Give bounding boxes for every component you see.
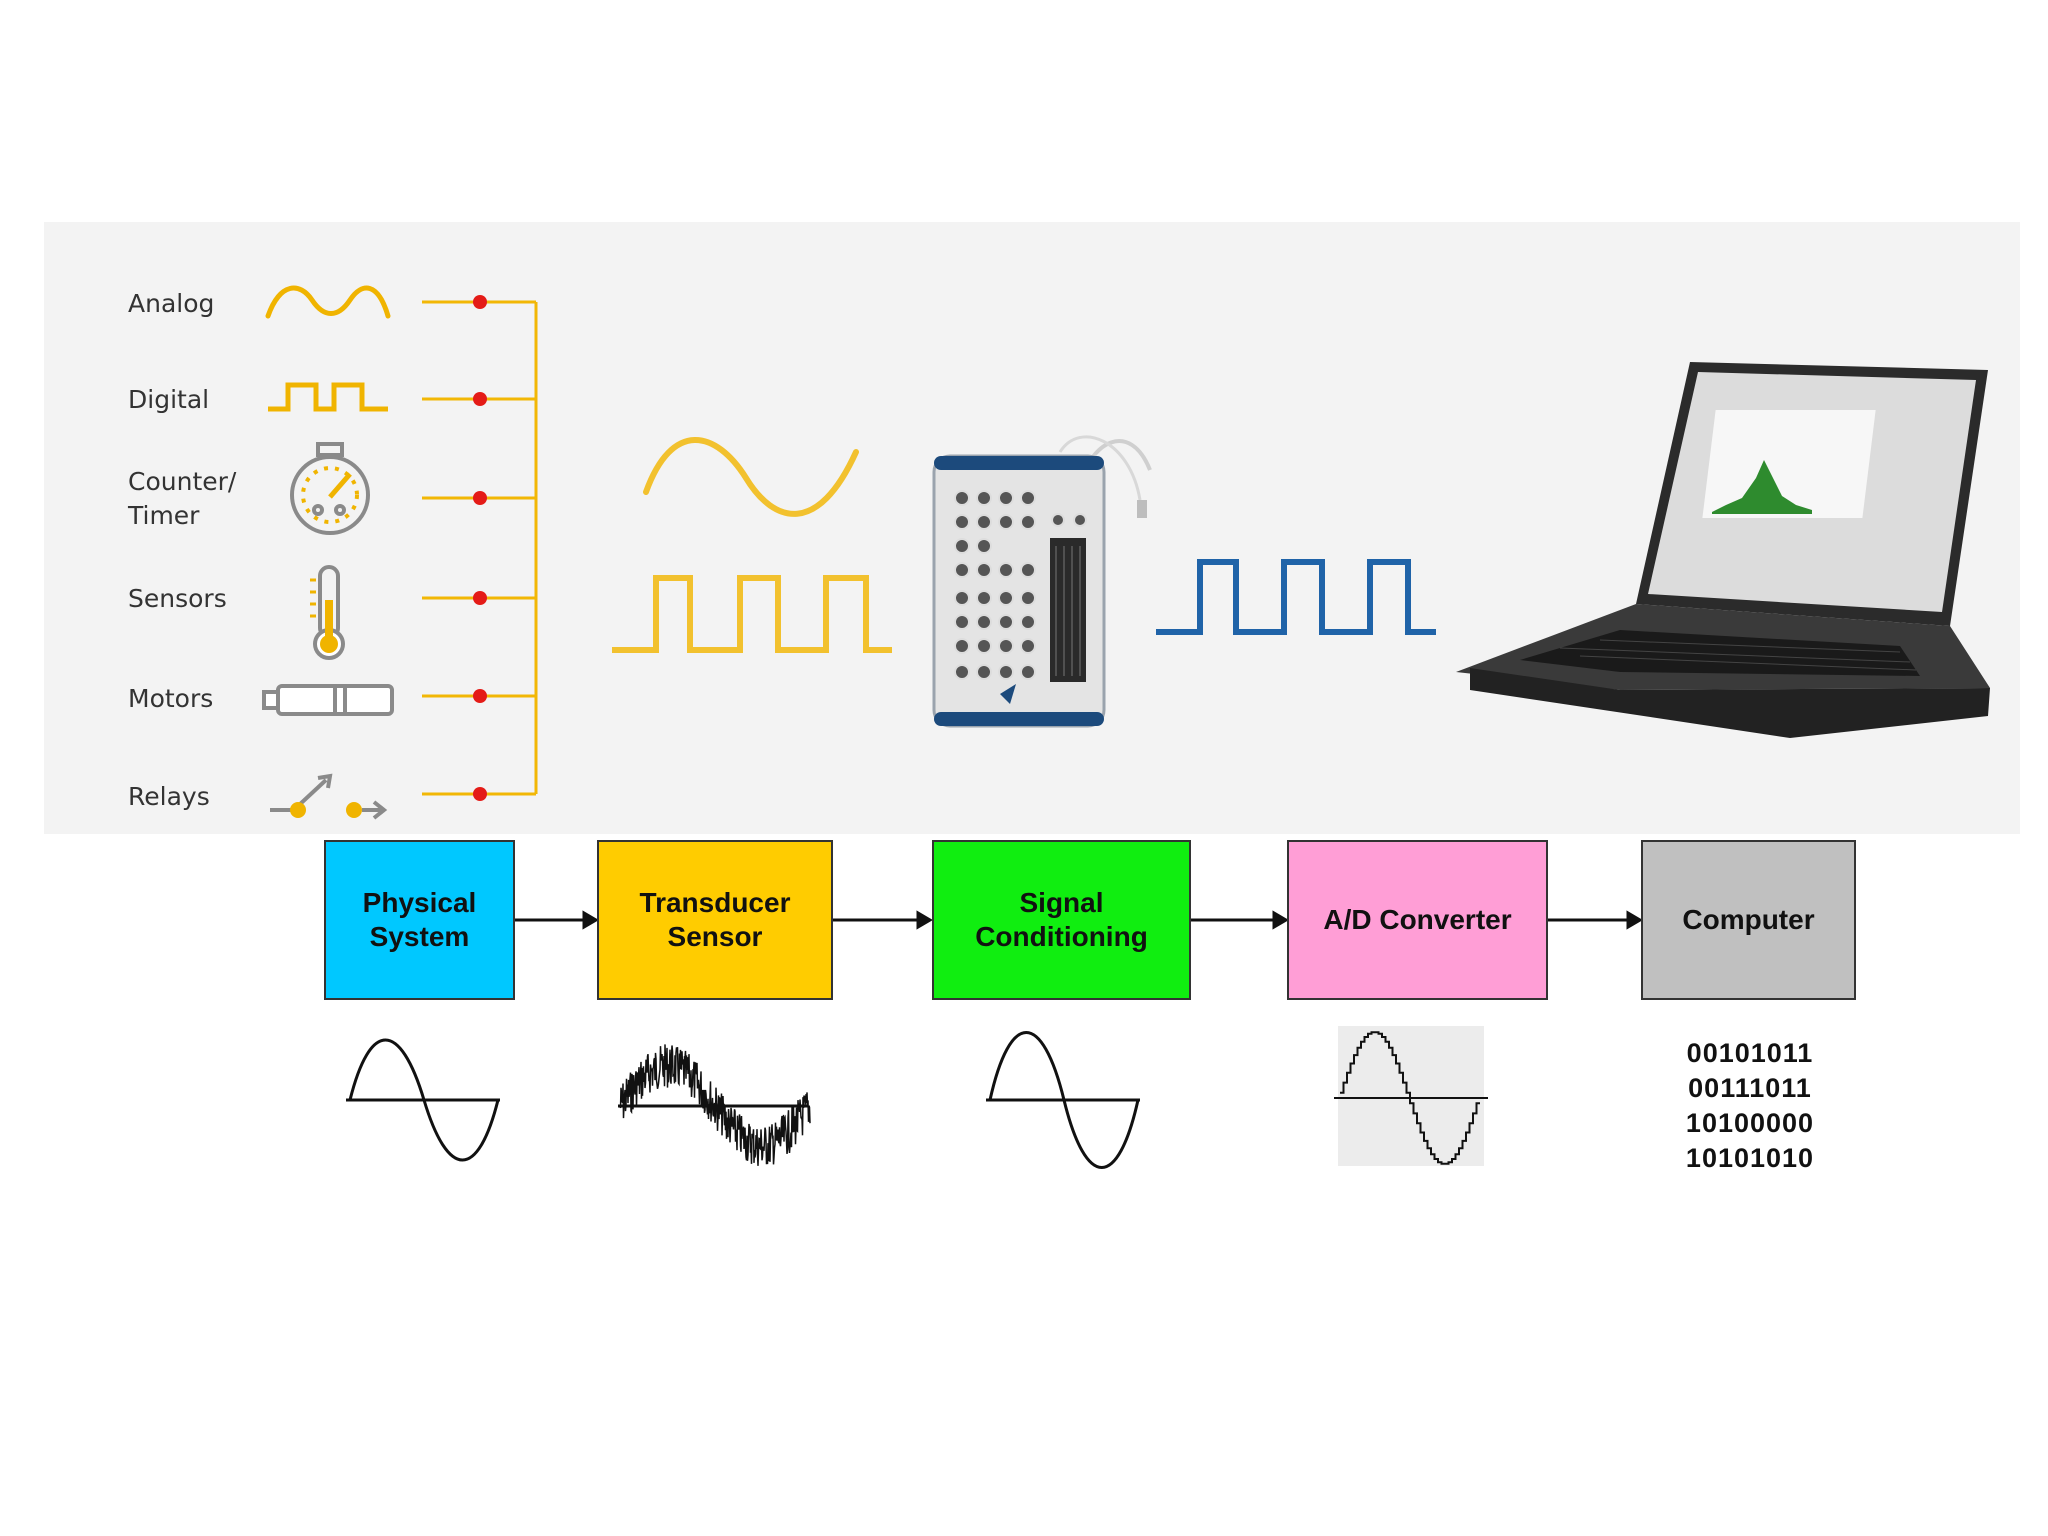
waveform-adc bbox=[1334, 1026, 1488, 1166]
input-label-sensors: Sensors bbox=[128, 584, 227, 613]
digitized-signal-wave bbox=[1156, 559, 1436, 635]
bus-node bbox=[473, 787, 487, 801]
bus-node bbox=[473, 491, 487, 505]
input-label-motors: Motors bbox=[128, 684, 214, 713]
waveform-transducer bbox=[618, 1044, 811, 1166]
daq-device-icon bbox=[932, 435, 1152, 728]
block-physical-system: Physical System bbox=[324, 840, 515, 1000]
motor-icon bbox=[262, 684, 394, 716]
input-label-relays: Relays bbox=[128, 782, 210, 811]
relay-switch-icon bbox=[270, 773, 388, 820]
digital-pulse-icon bbox=[268, 382, 388, 412]
bus-node bbox=[473, 392, 487, 406]
block-signal-conditioning: Signal Conditioning bbox=[932, 840, 1191, 1000]
waveform-conditioning bbox=[986, 1031, 1140, 1169]
input-label-counter-timer: Counter/ Timer bbox=[128, 467, 237, 530]
waveform-physical bbox=[346, 1038, 500, 1162]
laptop-icon bbox=[1456, 362, 1990, 738]
block-computer: Computer bbox=[1641, 840, 1856, 1000]
bus-node bbox=[473, 689, 487, 703]
stopwatch-icon bbox=[290, 442, 370, 535]
analog-signal-wave bbox=[643, 437, 859, 517]
block-ad-converter: A/D Converter bbox=[1287, 840, 1548, 1000]
bus-nodes bbox=[473, 295, 487, 801]
bus-node bbox=[473, 295, 487, 309]
binary-line: 00111011 bbox=[1688, 1073, 1812, 1103]
input-label-digital: Digital bbox=[128, 385, 210, 414]
input-label-analog: Analog bbox=[128, 289, 215, 318]
digital-signal-wave bbox=[612, 575, 892, 653]
binary-line: 10100000 bbox=[1685, 1108, 1815, 1138]
binary-line: 10101010 bbox=[1685, 1143, 1815, 1173]
block-transducer-sensor: Transducer Sensor bbox=[597, 840, 833, 1000]
thermometer-icon bbox=[310, 565, 345, 660]
flow-arrows bbox=[515, 910, 1643, 930]
bus-node bbox=[473, 591, 487, 605]
binary-line: 00101011 bbox=[1686, 1038, 1814, 1068]
analog-wave-icon bbox=[265, 285, 391, 319]
input-bus bbox=[422, 300, 538, 796]
binary-output: 00101011 00111011 10100000 10101010 bbox=[1660, 1036, 1840, 1176]
